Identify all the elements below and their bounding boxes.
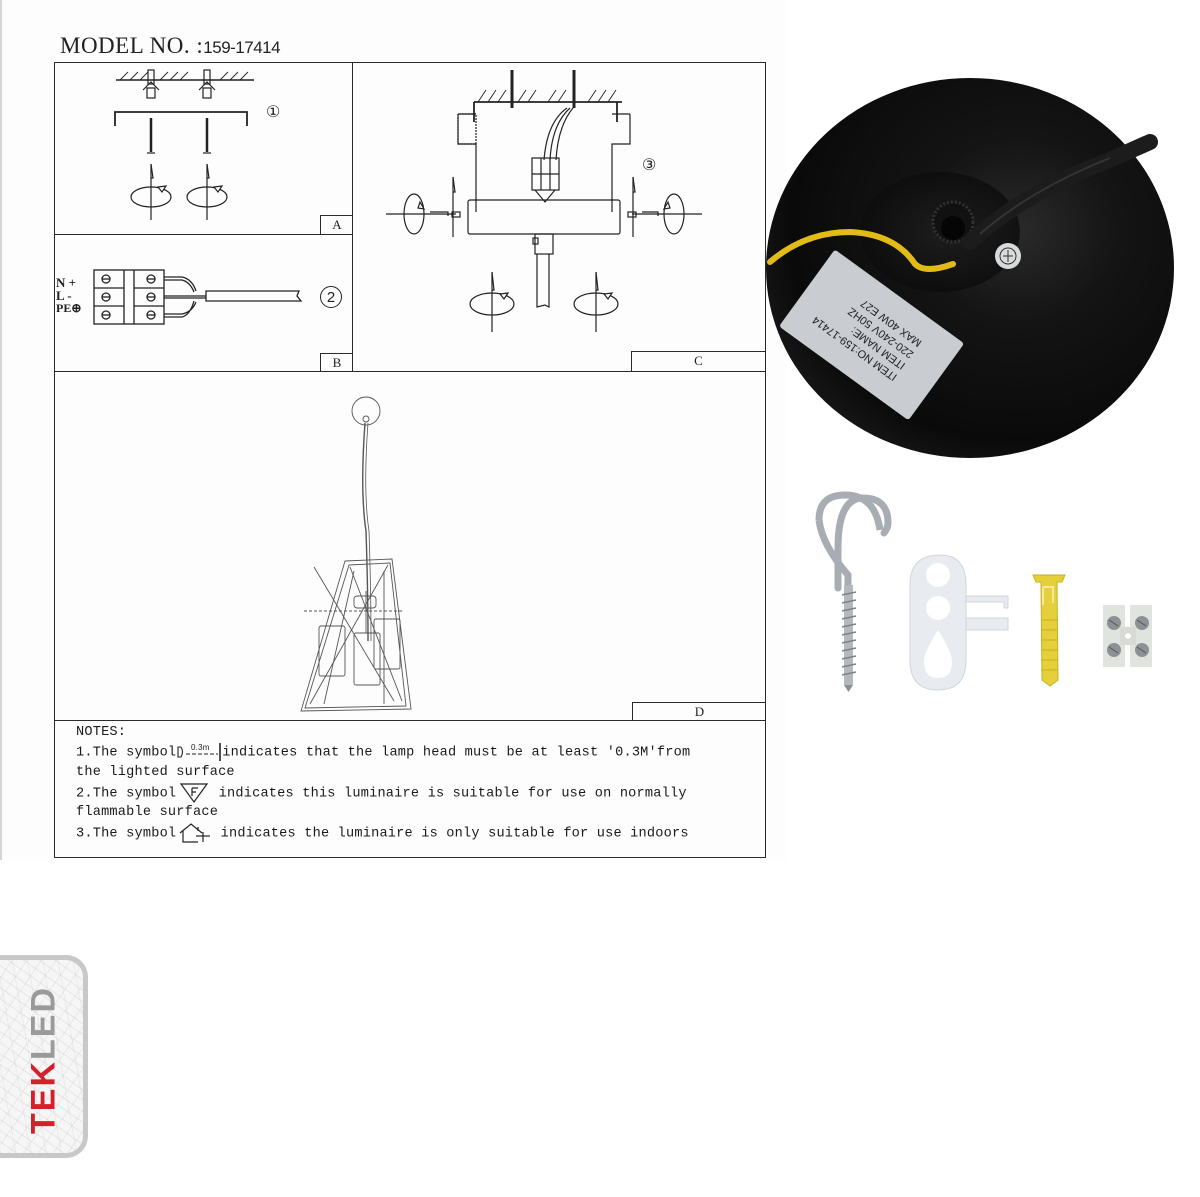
brand-wordmark: TEKLED xyxy=(24,986,63,1134)
instruction-sheet: MODEL NO. :159-17414 xyxy=(0,0,786,860)
ceiling-bracket-mounting-diagram xyxy=(114,69,254,220)
divider-a-b xyxy=(54,234,353,235)
model-label: MODEL NO. : xyxy=(60,33,204,58)
accessories-photo xyxy=(800,490,1180,740)
panel-label-c: C xyxy=(631,351,765,372)
divider-top-d xyxy=(54,371,766,372)
note-2: 2.The symbol indicates this luminaire is… xyxy=(76,783,756,804)
lamp-canopy-photo: ITEM NO:159-17414 ITEM NAME: 220-240V 50… xyxy=(765,78,1175,462)
indoor-use-house-icon xyxy=(176,823,212,843)
note-2-continuation: flammable surface xyxy=(76,805,219,820)
drawing-frame xyxy=(54,62,766,858)
step-number: ① xyxy=(266,104,281,121)
wiring-label-l: L - xyxy=(56,288,72,303)
wall-plug-icon xyxy=(1032,574,1066,687)
panel-c: ③ C xyxy=(352,62,766,372)
step-number: ③ xyxy=(642,157,657,174)
divider-vertical xyxy=(352,62,353,372)
terminal-block-wiring-diagram xyxy=(93,269,303,325)
panel-label-d: D xyxy=(632,702,766,721)
notes-section: NOTES: 1.The symbol 0.3m indicates that … xyxy=(76,723,756,843)
notes-heading: NOTES: xyxy=(76,725,127,740)
panel-d: D xyxy=(54,371,766,721)
panel-label-b: B xyxy=(320,353,353,372)
svg-text:0.3m: 0.3m xyxy=(191,743,210,752)
terminal-block-icon xyxy=(1103,605,1152,667)
wiring-label-pe: PE⊕ xyxy=(56,301,82,315)
pendant-lamp-line-drawing xyxy=(300,396,412,712)
model-number-heading: MODEL NO. :159-17414 xyxy=(60,33,281,59)
divider-d-notes xyxy=(54,720,766,721)
screw-hook-icon xyxy=(815,491,892,692)
model-number: 159-17414 xyxy=(203,38,281,57)
distance-0-3m-icon: 0.3m xyxy=(176,743,222,761)
canopy-installation-diagram xyxy=(386,70,702,332)
panel-b: N + L - PE⊕ B2 B xyxy=(54,234,353,372)
panel-a: ① A xyxy=(54,62,353,234)
panel-label-a: A xyxy=(320,215,353,234)
note-1-continuation: the lighted surface xyxy=(76,765,235,780)
note-3: 3.The symbol indicates the luminaire is … xyxy=(76,823,756,843)
note-1: 1.The symbol 0.3m indicates that the lam… xyxy=(76,743,691,761)
step-number: B2 xyxy=(320,286,342,308)
cable-clip-icon xyxy=(909,554,1009,691)
tekled-logo: TEKLED xyxy=(0,955,88,1158)
wiring-label-n: N + xyxy=(56,275,77,290)
flammable-surface-f-icon xyxy=(176,783,210,804)
